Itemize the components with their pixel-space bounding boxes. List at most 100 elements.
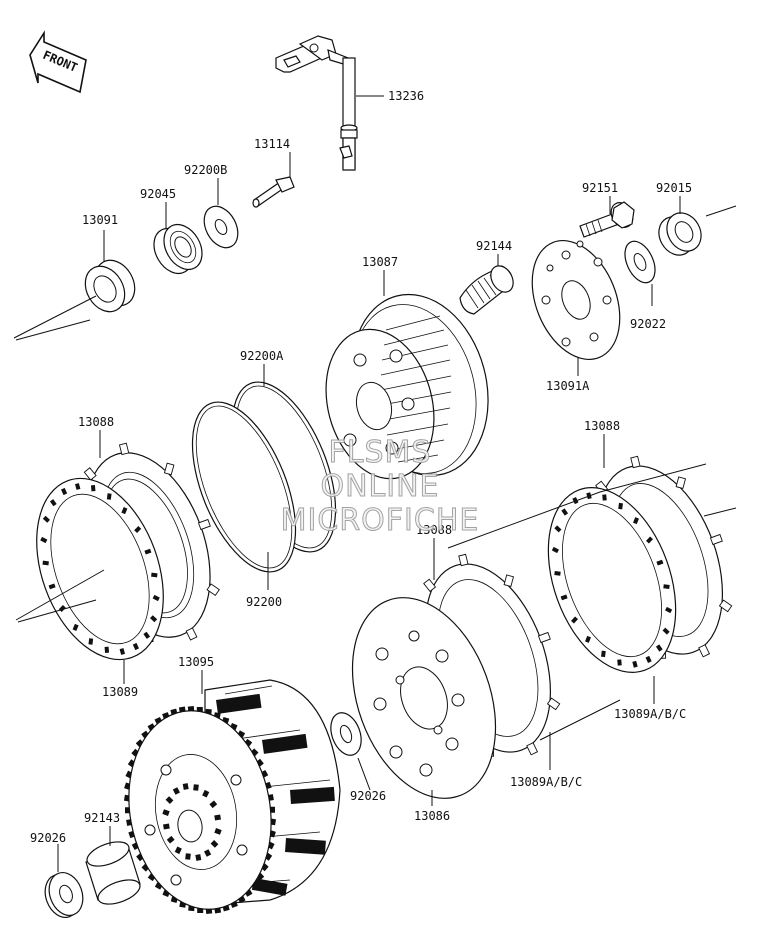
steel-plate-13089abc-right: [547, 487, 677, 673]
gear-tooth: [131, 842, 140, 851]
plate-pad: [655, 644, 663, 652]
plate-pad: [151, 572, 158, 578]
steel-plate-13089-left: [36, 477, 164, 661]
plate-pad: [663, 584, 670, 589]
plate-tab: [718, 599, 733, 613]
plate-pad: [150, 615, 158, 623]
gear-tooth: [131, 748, 140, 757]
washer-92022: [624, 240, 656, 284]
clutch-hub-13087: [325, 293, 489, 480]
plate-pad: [617, 659, 622, 666]
plate-pad: [144, 548, 152, 555]
gear-tooth: [147, 723, 156, 731]
plate-pad: [42, 515, 50, 523]
watermark-line-2: ONLINE: [320, 469, 439, 504]
gear-tooth: [244, 889, 253, 897]
plate-pad: [632, 660, 638, 668]
gear-tooth: [210, 840, 219, 848]
plate-tab: [630, 455, 641, 469]
plate-pad: [106, 493, 112, 500]
plate-pad: [48, 583, 56, 590]
plate-pad: [121, 507, 128, 515]
gear-tooth: [214, 828, 222, 835]
plate-tab: [546, 697, 561, 711]
plate-pad: [554, 571, 561, 576]
watermark: FLSMS ONLINE MICROFICHE: [280, 435, 480, 539]
gear-tooth: [185, 853, 191, 860]
plate-13091a: [531, 239, 621, 361]
plate-pad: [119, 648, 126, 655]
plate-tab: [537, 631, 551, 644]
bearing-92045: [153, 223, 203, 275]
gear-tooth: [141, 863, 150, 872]
label-13236: 13236: [388, 89, 424, 103]
sleeve-92143: [85, 841, 141, 905]
gear-tooth: [162, 809, 170, 816]
plate-tab: [526, 742, 539, 756]
gear-tooth: [202, 789, 210, 798]
gear-tooth: [172, 787, 180, 795]
gear-tooth: [193, 784, 199, 791]
nut-92015: [658, 212, 702, 256]
gear-tooth: [195, 854, 202, 861]
plate-tab: [698, 644, 711, 658]
watermark-line-3: MICROFICHE: [281, 503, 480, 538]
plate-pad: [40, 536, 48, 544]
gear-tooth: [244, 738, 253, 747]
plate-tab: [206, 583, 220, 597]
label-92200b: 92200B: [184, 163, 227, 177]
label-13088-right: 13088: [584, 419, 620, 433]
plate-pad: [645, 655, 652, 663]
gear-tooth: [166, 835, 175, 844]
plate-pad: [49, 499, 57, 507]
label-92026-mid: 92026: [350, 789, 386, 803]
plate-pad: [90, 485, 96, 492]
gear-tooth: [256, 873, 265, 881]
gear-tooth: [174, 846, 182, 855]
gear-tooth: [251, 881, 259, 890]
gear-tooth: [214, 814, 221, 821]
gear-tooth: [260, 769, 269, 778]
gear-tooth: [204, 849, 212, 857]
plate-tab: [185, 627, 198, 641]
label-92144: 92144: [476, 239, 512, 253]
gear-tooth: [135, 739, 144, 747]
plate-tab: [503, 574, 515, 587]
plate-pad: [570, 616, 579, 624]
plate-tab: [675, 476, 687, 489]
gear-tooth: [209, 800, 218, 809]
plate-pad: [618, 502, 623, 510]
centre-lines: [13, 205, 737, 741]
gear-tooth: [147, 873, 156, 882]
plate-pad: [61, 487, 68, 496]
watermark-line-1: FLSMS: [329, 435, 432, 470]
label-13089: 13089: [102, 685, 138, 699]
label-13087: 13087: [362, 255, 398, 269]
label-13114: 13114: [254, 137, 290, 151]
gear-tooth: [136, 853, 144, 862]
label-13089abc-mid: 13089A/B/C: [510, 775, 582, 789]
plate-pad: [560, 594, 568, 601]
plate-pad: [88, 638, 94, 645]
plate-pad: [633, 517, 639, 525]
label-13091a: 13091A: [546, 379, 590, 393]
washer-92200b: [203, 205, 239, 249]
plate-pad: [42, 560, 49, 566]
plate-pad: [602, 494, 607, 501]
plate-tab: [197, 518, 211, 531]
oring-92200: [191, 401, 297, 573]
plate-pad: [143, 631, 151, 639]
push-rod: [252, 176, 295, 208]
leader-lines: [57, 95, 681, 872]
label-92151: 92151: [582, 181, 618, 195]
gear-tooth: [182, 783, 189, 790]
plate-pad: [74, 483, 81, 490]
plate-pad: [554, 525, 562, 533]
plate-tab: [163, 462, 175, 476]
plate-pad: [152, 594, 160, 602]
plate-pad: [662, 627, 670, 635]
washer-92026-mid: [330, 712, 362, 756]
plate-pad: [645, 536, 654, 544]
plate-pad: [551, 546, 559, 554]
label-92026-left: 92026: [30, 831, 66, 845]
